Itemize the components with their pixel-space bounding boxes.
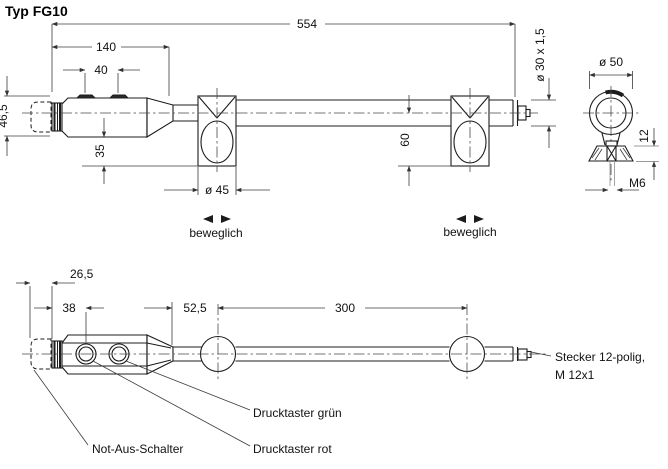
dim-thread-label: M6	[629, 176, 646, 190]
tube	[173, 99, 513, 127]
callouts: Stecker 12-polig, M 12x1 Drucktaster grü…	[33, 350, 645, 456]
movable-right-label: beweglich	[443, 225, 496, 239]
handle-taper	[146, 97, 174, 138]
red-button-label: Drucktaster rot	[253, 442, 332, 456]
button-bump-2	[108, 94, 130, 99]
arrow-left-icon	[203, 215, 213, 223]
tube	[173, 346, 513, 362]
dim-offset-label: 35	[93, 144, 107, 158]
button-bump-1	[75, 94, 97, 99]
screw-stud	[609, 161, 615, 186]
collar-rings	[51, 102, 63, 132]
dim-buttons-label: 40	[94, 63, 108, 77]
connector-label-line1: Stecker 12-polig,	[555, 350, 645, 364]
dim-ring-label: ø 50	[599, 55, 623, 69]
red-button-leader	[92, 360, 251, 447]
emergency-stop-mushroom	[30, 338, 52, 370]
dim-base-label: 12	[637, 129, 651, 143]
dim-height-label: 46,5	[0, 104, 10, 128]
end-view: ø 50 12 M6	[583, 55, 659, 193]
emergency-stop-mushroom	[30, 101, 52, 133]
green-button-leader	[125, 360, 251, 411]
top-view-dimensions: 26,5 38 52,5 300	[16, 267, 468, 345]
arrow-right-icon	[474, 215, 484, 223]
arrow-left-icon	[456, 215, 466, 223]
end-view-dimensions: ø 50 12 M6	[585, 55, 659, 193]
side-view-dimensions: 554 140 40 46,5 35 ø 45 60	[0, 17, 556, 197]
movable-marker-left: beweglich	[189, 215, 243, 240]
handle-taper	[146, 334, 174, 375]
dim-clamp-label: ø 45	[205, 183, 229, 197]
movable-marker-right: beweglich	[443, 215, 497, 239]
top-view: 26,5 38 52,5 300 Stecker 12-polig, M 12x…	[16, 267, 645, 456]
dim-clamp-height-label: 60	[398, 133, 412, 147]
screw-head	[605, 140, 618, 147]
clamp-slit	[604, 89, 625, 98]
handle-body	[61, 334, 148, 375]
clamp-base	[588, 132, 634, 186]
handle-facets	[62, 342, 172, 367]
dim-handle-label: 140	[96, 40, 116, 54]
connector-leader	[530, 351, 552, 357]
estop-label: Not-Aus-Schalter	[92, 442, 183, 456]
dim-overall-label: 554	[297, 17, 317, 31]
dim-button1-label: 38	[62, 301, 76, 315]
dim-clamp1-label: 52,5	[183, 301, 207, 315]
page-title: Typ FG10	[5, 3, 68, 19]
green-button-label: Drucktaster grün	[253, 406, 342, 420]
collar-rings	[51, 340, 63, 369]
side-view: 554 140 40 46,5 35 ø 45 60	[0, 17, 556, 240]
connector-label-line2: M 12x1	[555, 368, 595, 382]
movable-left-label: beweglich	[189, 226, 242, 240]
dim-tube-label: ø 30 x 1,5	[533, 28, 547, 82]
handle-body	[61, 97, 148, 138]
arrow-right-icon	[221, 215, 231, 223]
dim-estop-label: 26,5	[70, 267, 94, 281]
dim-clamp-span-label: 300	[335, 301, 355, 315]
estop-leader	[33, 369, 89, 446]
